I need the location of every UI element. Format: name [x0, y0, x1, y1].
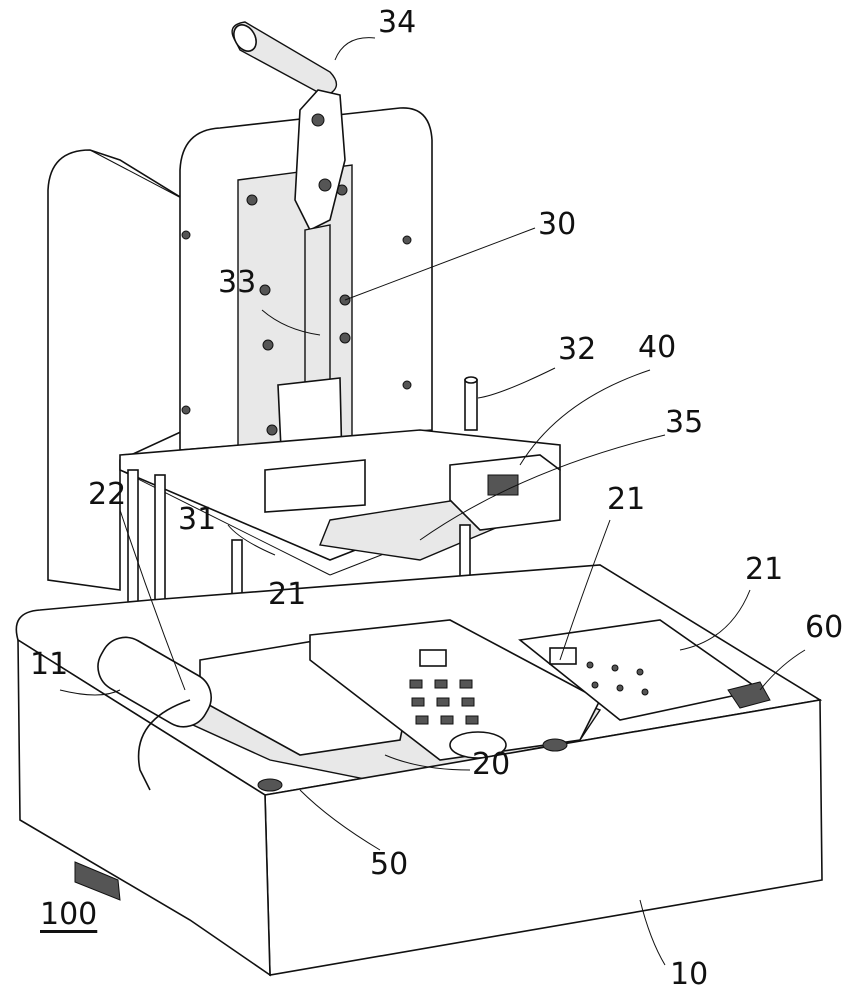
screws — [181, 184, 412, 436]
side-connector — [74, 861, 121, 901]
label-10: 10 — [670, 957, 709, 992]
label-40: 40 — [638, 330, 677, 365]
label-30: 30 — [538, 207, 577, 242]
label-31: 31 — [178, 502, 217, 537]
keypad-panel-center — [309, 619, 602, 761]
springs — [257, 738, 568, 792]
keypad-buttons — [409, 647, 649, 759]
label-22: 22 — [88, 477, 127, 512]
press-block — [264, 459, 366, 513]
base-side — [17, 638, 271, 977]
label-34: 34 — [378, 5, 417, 40]
label-21-center: 21 — [607, 482, 646, 517]
handle — [231, 21, 346, 232]
label-20: 20 — [472, 747, 511, 782]
label-50: 50 — [370, 847, 409, 882]
cable — [137, 699, 191, 791]
lever-rod — [304, 224, 331, 383]
label-100: 100 — [40, 897, 98, 932]
label-35: 35 — [665, 405, 704, 440]
label-60: 60 — [805, 610, 844, 645]
leader-lines — [59, 37, 806, 966]
guide-post — [464, 379, 478, 431]
label-11: 11 — [30, 647, 69, 682]
switch — [727, 681, 771, 709]
label-33: 33 — [218, 265, 257, 300]
side-slot — [97, 636, 212, 728]
label-21-right: 21 — [745, 552, 784, 587]
label-21-left: 21 — [268, 577, 307, 612]
label-32: 32 — [558, 332, 597, 367]
